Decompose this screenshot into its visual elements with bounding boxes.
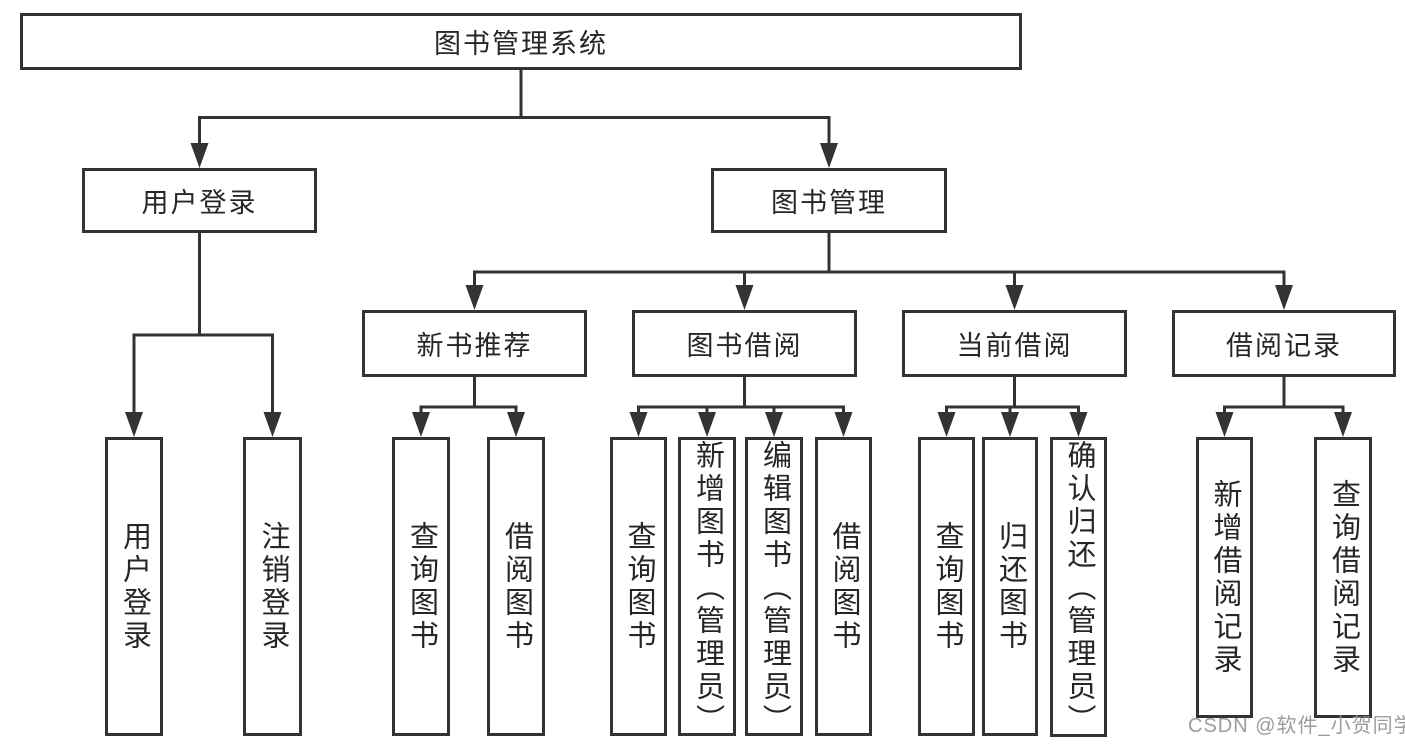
node-book-management: 图书管理 <box>711 168 947 233</box>
node-leaf-add-borrow-record: 新增借阅记录 <box>1196 437 1253 718</box>
node-leaf-confirm-return-admin: 确认归还（管理员） <box>1050 437 1107 737</box>
node-leaf-logout: 注销登录 <box>243 437 302 736</box>
node-leaf-add-book-admin: 新增图书（管理员） <box>678 437 736 737</box>
node-leaf-query-books-recommend: 查询图书 <box>392 437 450 736</box>
node-leaf-query-books-current: 查询图书 <box>918 437 975 736</box>
node-leaf-borrow-books-borrowing: 借阅图书 <box>815 437 872 736</box>
node-leaf-user-login: 用户登录 <box>105 437 163 736</box>
node-leaf-borrow-books-recommend: 借阅图书 <box>487 437 545 736</box>
node-leaf-query-books-borrowing: 查询图书 <box>610 437 667 736</box>
node-user-login: 用户登录 <box>82 168 317 233</box>
node-current-borrowing: 当前借阅 <box>902 310 1127 377</box>
node-leaf-return-book: 归还图书 <box>982 437 1038 736</box>
node-book-borrowing: 图书借阅 <box>632 310 857 377</box>
node-borrowing-records: 借阅记录 <box>1172 310 1396 377</box>
watermark: CSDN @软件_小贺同学 <box>1188 715 1405 737</box>
node-leaf-edit-book-admin: 编辑图书（管理员） <box>745 437 803 737</box>
node-leaf-query-borrow-record: 查询借阅记录 <box>1314 437 1372 718</box>
node-root-system: 图书管理系统 <box>20 13 1022 70</box>
node-new-book-recommend: 新书推荐 <box>362 310 587 377</box>
